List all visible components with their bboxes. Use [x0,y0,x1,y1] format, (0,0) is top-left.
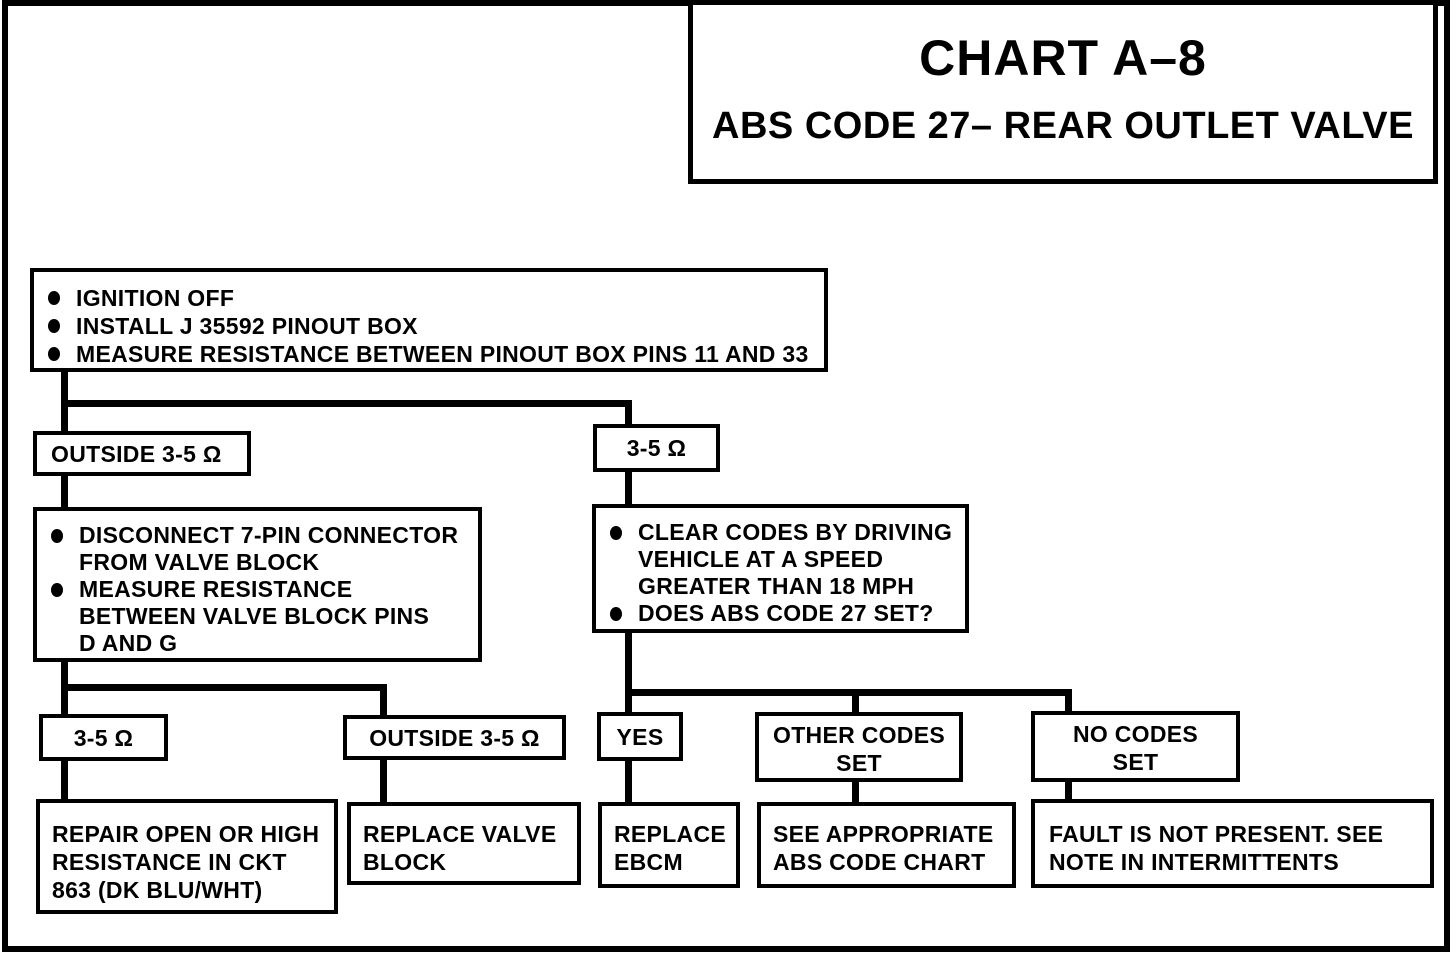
chart-title-box: CHART A–8 ABS CODE 27– REAR OUTLET VALVE [688,0,1438,184]
step-line: D AND G [79,630,178,656]
outcome-yes: YES [597,712,683,761]
action-see-abs-code-chart: SEE APPROPRIATE ABS CODE CHART [757,802,1016,888]
action-line: EBCM [614,849,683,875]
outcome-outside-range-top: OUTSIDE 3-5 Ω [33,431,251,476]
action-line: REPAIR OPEN OR HIGH [52,821,320,847]
connector-line [61,758,68,801]
action-fault-not-present: FAULT IS NOT PRESENT. SEE NOTE IN INTERM… [1031,799,1434,888]
bullet-item: MEASURE RESISTANCE BETWEEN VALVE BLOCK P… [47,576,474,657]
chart-subtitle: ABS CODE 27– REAR OUTLET VALVE [712,105,1414,147]
outcome-no-codes-set: NO CODES SET [1031,711,1240,782]
bullet-icon [51,529,63,543]
step-line: DOES ABS CODE 27 SET? [638,600,934,626]
connector-line [1065,689,1072,713]
outcome-line: SET [1112,749,1159,775]
connector-line [61,400,632,407]
left-test-step-box: DISCONNECT 7-PIN CONNECTOR FROM VALVE BL… [33,507,482,662]
connector-line [625,630,632,714]
outcome-label: OUTSIDE 3-5 Ω [369,724,540,751]
connector-line [61,684,387,691]
step-line: MEASURE RESISTANCE [79,576,353,602]
outcome-line: SET [836,750,882,776]
bullet-icon [51,583,63,597]
outcome-line: OTHER CODES [773,722,945,748]
bullet-icon [610,607,622,621]
outcome-outside-range-bottom: OUTSIDE 3-5 Ω [343,715,566,760]
bullet-icon [48,347,60,361]
connector-line [852,689,859,714]
connector-line [1065,779,1072,801]
connector-line [625,400,632,428]
action-repair-circuit: REPAIR OPEN OR HIGH RESISTANCE IN CKT 86… [36,799,338,914]
action-line: 863 (DK BLU/WHT) [52,877,263,903]
connector-line [61,473,68,509]
action-line: FAULT IS NOT PRESENT. SEE [1049,821,1384,847]
action-line: REPLACE VALVE [363,821,557,847]
action-line: BLOCK [363,849,447,875]
bullet-item: DISCONNECT 7-PIN CONNECTOR FROM VALVE BL… [47,522,474,576]
right-test-step-box: CLEAR CODES BY DRIVING VEHICLE AT A SPEE… [592,504,969,633]
connector-line [625,470,632,506]
connector-line [380,684,387,717]
connector-line [380,757,387,804]
step-line: FROM VALVE BLOCK [79,549,320,575]
connector-line [625,689,1072,696]
chart-title: CHART A–8 [919,30,1207,86]
step-line: INSTALL J 35592 PINOUT BOX [76,313,418,339]
step-line: MEASURE RESISTANCE BETWEEN PINOUT BOX PI… [76,341,809,367]
outcome-label: OUTSIDE 3-5 Ω [51,440,222,467]
step-line: CLEAR CODES BY DRIVING [638,519,953,545]
start-step-box: IGNITION OFF INSTALL J 35592 PINOUT BOX … [30,268,828,372]
outcome-label: YES [616,723,664,750]
connector-line [625,758,632,804]
action-replace-valve-block: REPLACE VALVE BLOCK [347,802,581,885]
outcome-in-range-top: 3-5 Ω [593,424,720,472]
bullet-item: INSTALL J 35592 PINOUT BOX [44,312,820,340]
bullet-icon [610,526,622,540]
action-line: NOTE IN INTERMITTENTS [1049,849,1339,875]
outcome-label: 3-5 Ω [73,724,134,751]
bullet-icon [48,319,60,333]
bullet-item: IGNITION OFF [44,284,820,312]
bullet-item: DOES ABS CODE 27 SET? [606,600,961,627]
outcome-other-codes-set: OTHER CODES SET [755,712,963,782]
bullet-icon [48,291,60,305]
action-line: REPLACE [614,821,727,847]
step-line: DISCONNECT 7-PIN CONNECTOR [79,522,459,548]
action-line: RESISTANCE IN CKT [52,849,287,875]
action-line: SEE APPROPRIATE [773,821,994,847]
action-line: ABS CODE CHART [773,849,986,875]
bullet-item: CLEAR CODES BY DRIVING VEHICLE AT A SPEE… [606,519,961,600]
outcome-label: 3-5 Ω [626,435,687,461]
bullet-item: MEASURE RESISTANCE BETWEEN PINOUT BOX PI… [44,340,820,368]
outcome-line: NO CODES [1072,721,1199,747]
step-line: BETWEEN VALVE BLOCK PINS [79,603,430,629]
step-line: IGNITION OFF [76,285,235,311]
step-line: VEHICLE AT A SPEED [638,546,884,572]
step-line: GREATER THAN 18 MPH [638,573,915,599]
action-replace-ebcm: REPLACE EBCM [598,802,740,888]
outcome-in-range-bottom: 3-5 Ω [39,714,168,761]
connector-line [852,779,859,804]
